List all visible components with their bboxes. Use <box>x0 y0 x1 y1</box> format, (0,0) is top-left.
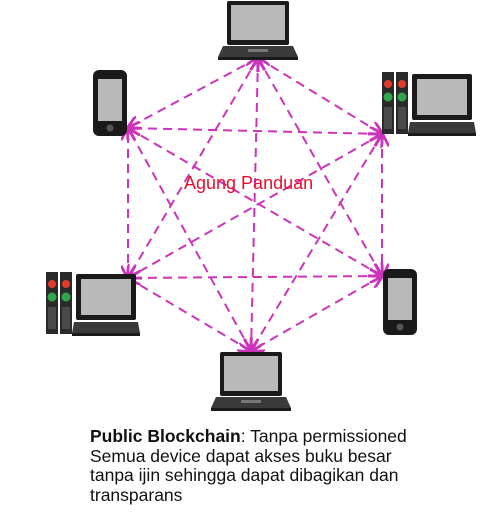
edge-laptop-top-to-phone-right <box>258 58 382 276</box>
edge-laptop-bottom-to-phone-left <box>128 128 251 351</box>
edge-server-right-to-phone-left <box>128 128 382 134</box>
caption-title: Public Blockchain <box>90 426 241 446</box>
connection-edges <box>128 58 382 351</box>
caption-title-suffix: : Tanpa permissioned <box>240 426 407 446</box>
edge-phone-right-to-server-left <box>128 276 382 278</box>
phone-icon <box>383 269 417 335</box>
watermark-text: Agung Panduan <box>184 173 313 193</box>
edge-phone-right-to-laptop-bottom <box>251 276 382 351</box>
caption-line-3: tanpa ijin sehingga dapat dibagikan dan <box>90 465 399 485</box>
phone-icon <box>93 70 127 136</box>
edge-laptop-top-to-server-right <box>258 58 382 134</box>
edge-laptop-top-to-phone-left <box>128 58 258 128</box>
edge-laptop-bottom-to-server-left <box>128 278 251 351</box>
server-icon <box>46 272 140 336</box>
caption: Public Blockchain: Tanpa permissioned Se… <box>90 426 490 505</box>
server-icon <box>382 72 476 136</box>
caption-line-2: Semua device dapat akses buku besar <box>90 445 392 466</box>
caption-line-1: Public Blockchain: Tanpa permissioned <box>90 426 490 447</box>
laptop-icon <box>218 1 298 60</box>
laptop-icon <box>211 352 291 411</box>
caption-line-4: transparans <box>90 484 183 505</box>
